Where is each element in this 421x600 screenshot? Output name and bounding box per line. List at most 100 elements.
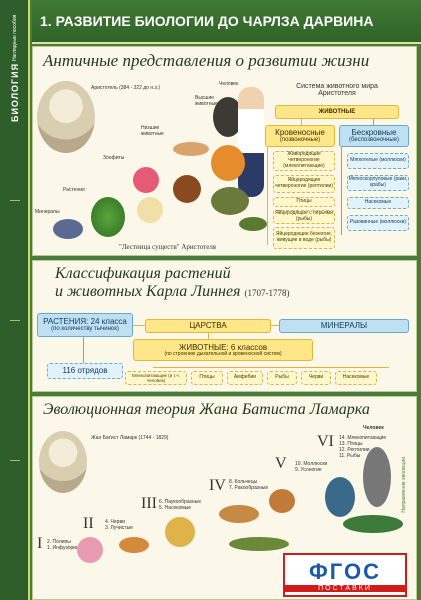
label-higher-animals: Высшие животные <box>195 95 218 107</box>
blooded-title: Кровеносные <box>275 127 325 137</box>
system-title: Система животного мира Аристотеля <box>296 83 378 97</box>
animals-classes-subtitle: (по строению дыхательной и кровеносной с… <box>164 350 282 357</box>
hydra-image <box>77 537 103 563</box>
step-line: 11. Рыбы <box>339 453 361 459</box>
step-line: 2. Полипы <box>47 539 71 545</box>
connector <box>373 119 374 125</box>
section-aristotle-title: Античные представления о развитии жизни <box>43 51 370 70</box>
bloodless-title: Бескровные <box>351 127 397 137</box>
blooded-item: Живородящие четвероногие (млекопитающие) <box>273 151 335 171</box>
step-numeral-1: I <box>37 535 43 552</box>
step-numeral-4: IV <box>209 477 226 494</box>
blooded-item: Птицы <box>273 197 335 207</box>
section-linnaeus: Классификация растений и животных Карла … <box>32 260 417 392</box>
animals-classes-box: ЖИВОТНЫЕ: 6 классов (по строению дыхател… <box>133 339 313 361</box>
bloodless-item: Насекомые <box>347 197 409 209</box>
label-zoophytes: Зоофиты <box>103 155 125 161</box>
connector <box>208 333 209 339</box>
orders-box: 116 отрядов <box>47 363 123 379</box>
section-lamarck: Эволюционная теория Жана Батиста Ламарка… <box>32 396 417 600</box>
connector <box>133 325 145 326</box>
connector <box>271 325 279 326</box>
linnaeus-title-line2: и животных Карла Линнея <box>55 282 241 300</box>
connector <box>341 147 342 235</box>
aristotle-caption: Аристотель (384 - 322 до н.э.) <box>91 85 161 91</box>
squirrel-image <box>211 145 245 181</box>
lamarck-caption: Жан Батист Ламарк (1744 - 1829) <box>91 435 169 441</box>
lamarck-portrait-image <box>39 431 87 493</box>
blooded-item: Яйцеродящие безногие, живущие в воде (ры… <box>273 227 335 249</box>
section-lamarck-title: Эволюционная теория Жана Батиста Ламарка <box>43 401 370 418</box>
mineral-image <box>53 219 83 239</box>
logo-main-text: ФГОС <box>309 558 381 584</box>
connector <box>153 367 389 368</box>
evolution-direction-label: Направление эволюции <box>401 457 407 513</box>
connector <box>267 147 268 245</box>
label-plants: Растения <box>63 187 85 193</box>
linnaeus-years: (1707-1778) <box>244 287 290 298</box>
scorpion-image <box>173 175 201 203</box>
step-line: 8. Кольчецы <box>229 479 258 485</box>
step-line: 9. Усоногие <box>295 467 322 473</box>
step-line: 5. Насекомые <box>159 505 192 511</box>
class-item: Черви <box>301 371 331 385</box>
man-image <box>238 87 264 197</box>
class-item: Птицы <box>191 371 223 385</box>
connector <box>83 337 84 363</box>
sidebar-tick <box>10 460 20 461</box>
sidebar-subtitle: Наглядные пособия <box>12 14 18 61</box>
fish-image <box>239 217 267 231</box>
plants-subtitle: (по количеству тычинок) <box>51 326 119 333</box>
class-item: Насекомые <box>335 371 377 385</box>
connector <box>301 119 302 125</box>
sidebar: БИОЛОГИЯ Наглядные пособия <box>0 0 30 600</box>
step-line: 13. Птицы <box>339 441 363 447</box>
class-item: Рыбы <box>267 371 297 385</box>
worm-image <box>173 142 209 156</box>
lemur-image <box>363 447 391 507</box>
animals-box: ЖИВОТНЫЕ <box>275 105 399 119</box>
blooded-box: Кровеносные (позвоночные) <box>265 125 335 147</box>
section-linnaeus-title: Классификация растений и животных Карла … <box>55 265 289 300</box>
class-item: Амфибии <box>227 371 263 385</box>
step-line: 10. Моллюски <box>295 461 328 467</box>
sidebar-title: БИОЛОГИЯ Наглядные пособия <box>2 8 28 128</box>
worm-image <box>119 537 149 553</box>
step-line: 14. Млекопитающие <box>339 435 387 441</box>
label-lower-animals: Низшие животные <box>141 125 164 137</box>
fgos-logo: ФГОС ПОСТАВКИ <box>283 553 407 597</box>
sidebar-tick <box>10 320 20 321</box>
blooded-item: Яйцеродящие четвероногие (рептилии) <box>273 175 335 193</box>
label-human: Человек <box>219 81 239 87</box>
bloodless-item: Мягкоскорлуповые (раки, крабы) <box>347 175 409 191</box>
kingdoms-box: ЦАРСТВА <box>145 319 271 333</box>
step-numeral-3: III <box>141 495 157 512</box>
crocodile-image <box>343 515 403 533</box>
step-line: 12. Рептилии <box>339 447 370 453</box>
step-line: 7. Ракообразные <box>229 485 269 491</box>
turtle-image <box>211 187 249 215</box>
plants-title: РАСТЕНИЯ: 24 класса <box>43 316 127 326</box>
crustacean-image <box>219 505 259 523</box>
step-line: 1. Инфузории <box>47 545 79 551</box>
bird-image <box>325 477 355 517</box>
page-title: 1. РАЗВИТИЕ БИОЛОГИИ ДО ЧАРЛЗА ДАРВИНА <box>32 0 421 44</box>
bloodless-box: Бескровные (беспозвоночные) <box>339 125 409 147</box>
tree-image <box>91 197 125 237</box>
sidebar-tick <box>10 200 20 201</box>
step-numeral-6: VI <box>317 433 334 450</box>
aristotle-bust-image <box>37 81 95 153</box>
step-line: 6. Паукообразные <box>159 499 201 505</box>
label-minerals: Минералы <box>35 209 60 215</box>
anemone-image <box>137 197 163 223</box>
animals-classes-title: ЖИВОТНЫЕ: 6 классов <box>178 342 268 352</box>
logo-sub-text: ПОСТАВКИ <box>285 584 405 592</box>
step-line: 3. Лучистые <box>105 525 133 531</box>
sidebar-title-text: БИОЛОГИЯ <box>10 62 20 122</box>
coral-image <box>133 167 159 193</box>
section-aristotle: Античные представления о развитии жизни … <box>32 46 417 256</box>
